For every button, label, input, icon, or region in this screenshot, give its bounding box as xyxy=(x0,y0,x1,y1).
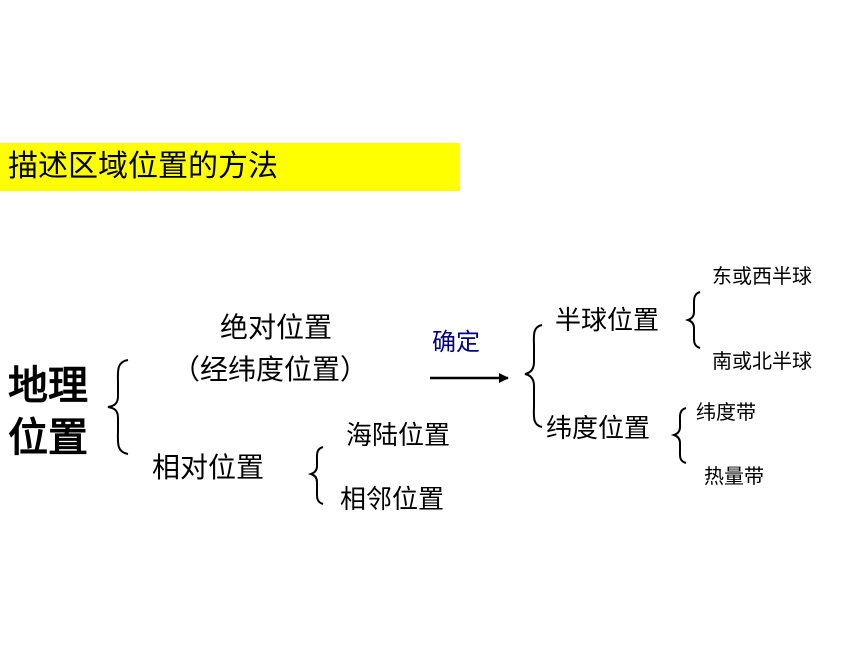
absolute-position-sublabel: （经纬度位置） xyxy=(172,353,369,386)
hemisphere-child-east-west: 东或西半球 xyxy=(712,264,812,288)
latitude-child-thermal-zone: 热量带 xyxy=(704,464,764,488)
relative-child-land-sea: 海陆位置 xyxy=(346,421,451,451)
hemisphere-child-north-south: 南或北半球 xyxy=(712,349,812,373)
latitude-position-label: 纬度位置 xyxy=(546,414,651,444)
hemisphere-brace xyxy=(684,291,701,349)
root-label-line2: 位置 xyxy=(8,415,88,461)
relative-child-adjacent: 相邻位置 xyxy=(340,485,445,515)
position-types-brace xyxy=(524,324,543,428)
confirm-label: 确定 xyxy=(432,328,480,356)
relative-position-label: 相对位置 xyxy=(152,451,265,484)
hemisphere-position-label: 半球位置 xyxy=(555,306,660,336)
latitude-child-zone: 纬度带 xyxy=(696,400,756,424)
absolute-position-label: 绝对位置 xyxy=(220,311,333,344)
root-brace xyxy=(107,359,129,455)
title-banner: 描述区域位置的方法 xyxy=(0,143,460,191)
relative-brace xyxy=(307,446,324,505)
root-label-line1: 地理 xyxy=(8,363,88,409)
page-title: 描述区域位置的方法 xyxy=(8,149,278,184)
latitude-brace xyxy=(670,407,687,464)
